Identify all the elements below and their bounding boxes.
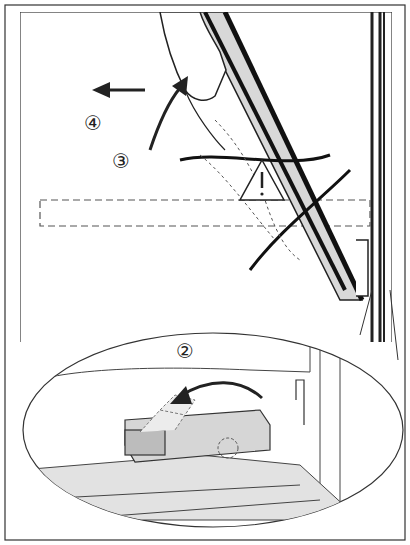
lift-arrow bbox=[150, 88, 180, 150]
door-glass-edge bbox=[205, 12, 345, 290]
hinge-hook bbox=[296, 380, 304, 425]
arrow-head bbox=[92, 82, 110, 98]
rotate-arrow bbox=[180, 383, 262, 398]
arrow-head bbox=[172, 76, 188, 96]
callout-number: ③ bbox=[112, 150, 130, 172]
hinge-pin bbox=[218, 438, 238, 458]
zoom-view bbox=[20, 340, 360, 520]
zoom-leader bbox=[360, 290, 372, 335]
warning-triangle bbox=[240, 160, 284, 200]
warning-mark bbox=[261, 172, 264, 188]
zoom-leader bbox=[390, 290, 398, 360]
lever-tab bbox=[125, 430, 165, 455]
callout-number: ② bbox=[176, 340, 194, 362]
frame-outline bbox=[20, 340, 310, 385]
hinge-lever bbox=[125, 410, 270, 462]
callout-number: ④ bbox=[84, 112, 102, 134]
door-edge bbox=[20, 485, 320, 520]
move-arrow bbox=[105, 89, 145, 92]
hand-ghost bbox=[215, 120, 300, 260]
oven-frame-edge bbox=[383, 12, 385, 342]
oven-frame bbox=[372, 12, 380, 342]
cross-strap bbox=[180, 155, 350, 270]
top-view bbox=[20, 12, 392, 342]
warning-dot bbox=[260, 192, 263, 195]
arrow-head bbox=[170, 386, 192, 404]
gloved-hand bbox=[160, 12, 226, 100]
door-edge bbox=[225, 12, 362, 300]
glove-cuff bbox=[185, 90, 225, 150]
hinge bbox=[356, 240, 368, 296]
view-frame bbox=[20, 12, 392, 342]
door-hinge-arm bbox=[20, 455, 360, 520]
outer-frame bbox=[5, 5, 405, 540]
